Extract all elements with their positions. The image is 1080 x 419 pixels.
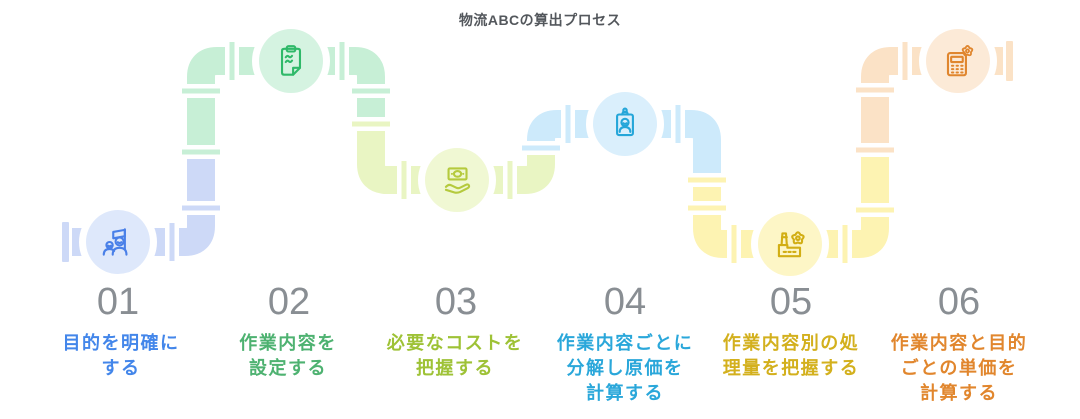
calculator-gear-icon xyxy=(939,42,977,80)
step-label-3: 必要なコストを 把握する xyxy=(386,333,524,378)
pipe-end-cap-left xyxy=(59,219,72,265)
step-label-2: 作業内容を 設定する xyxy=(239,333,337,378)
pipe-segment-1 xyxy=(70,152,215,256)
step-label-1: 目的を明確に する xyxy=(62,333,180,378)
step-node-1 xyxy=(79,203,157,281)
step-circle-1 xyxy=(86,210,150,274)
page-title: 物流ABCの算出プロセス xyxy=(458,12,622,28)
step-node-4 xyxy=(586,85,664,163)
money-hand-icon xyxy=(438,161,476,199)
step-node-3 xyxy=(418,141,496,219)
pipe-flanges xyxy=(165,42,912,263)
step-label-4: 作業内容ごとに 分解し原価を 計算する xyxy=(556,333,694,403)
step-circle-2 xyxy=(259,29,323,93)
step-label-5: 作業内容別の処 理量を把握する xyxy=(722,333,860,378)
step-number-1: 01 xyxy=(96,281,140,323)
step-circle-6 xyxy=(926,29,990,93)
step-number-3: 03 xyxy=(434,281,478,323)
step-node-6 xyxy=(919,22,997,100)
step-circle-3 xyxy=(425,148,489,212)
clipboard-icon xyxy=(272,42,310,80)
step-label-6: 作業内容と目的 ごとの単価を 計算する xyxy=(890,333,1028,403)
step-number-5: 05 xyxy=(769,281,813,323)
step-circle-4 xyxy=(593,92,657,156)
step-number-2: 02 xyxy=(267,281,311,323)
id-badge-icon xyxy=(606,105,644,143)
team-flag-icon xyxy=(99,223,137,261)
step-node-5 xyxy=(751,205,829,283)
step-number-6: 06 xyxy=(937,281,981,323)
step-circle-5 xyxy=(758,212,822,276)
pipe-segment-6 xyxy=(861,47,1006,150)
pipe-end-cap-right xyxy=(1003,38,1016,84)
factory-gear-icon xyxy=(771,225,809,263)
step-number-4: 04 xyxy=(603,281,647,323)
step-node-2 xyxy=(252,22,330,100)
